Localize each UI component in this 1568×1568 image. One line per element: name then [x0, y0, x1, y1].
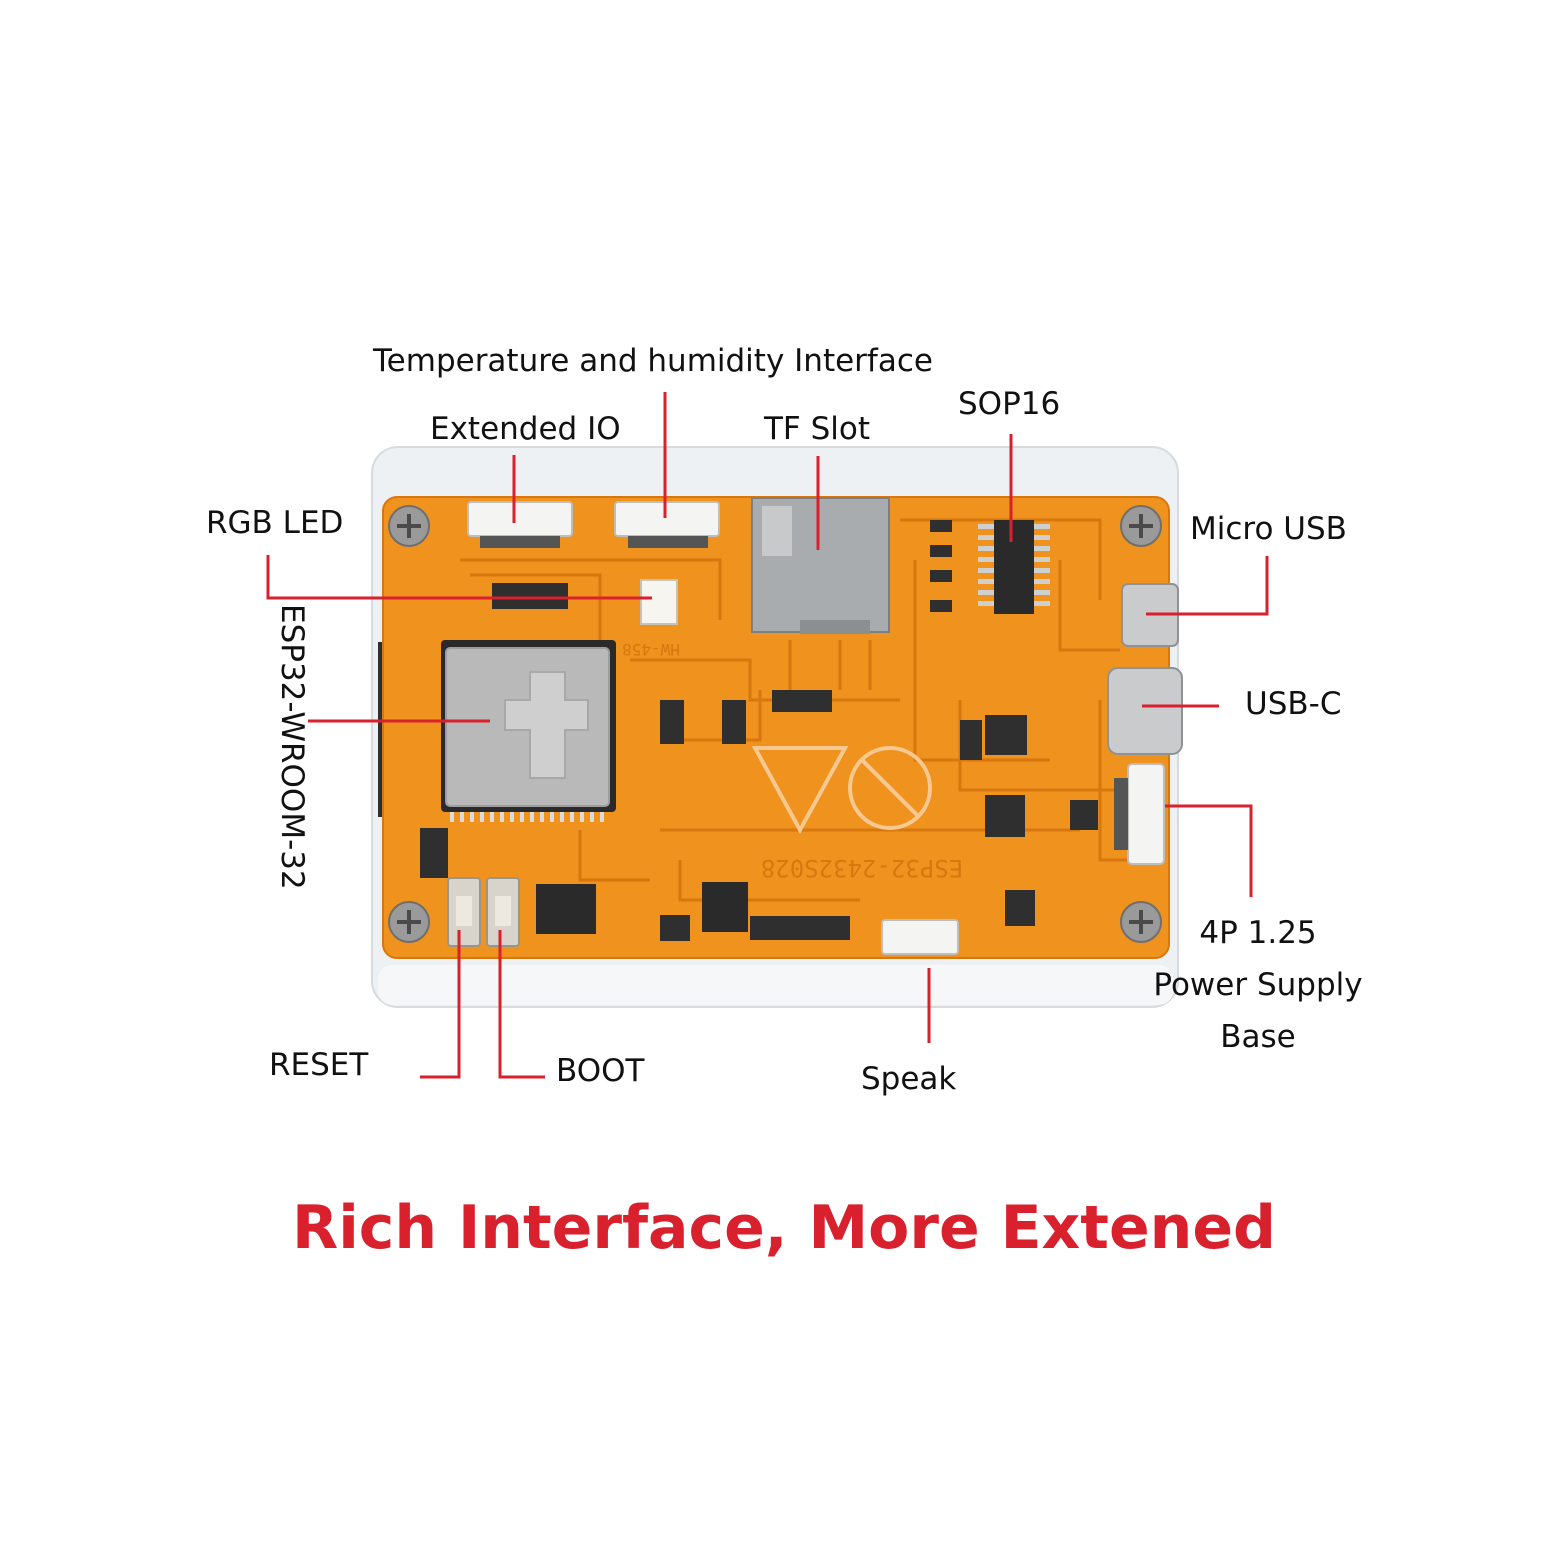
- label-tf-slot: TF Slot: [764, 411, 871, 447]
- label-temp-humidity: Temperature and humidity Interface: [373, 343, 933, 379]
- reset-button-part: [447, 877, 481, 947]
- callout-micro-usb: [1146, 556, 1269, 616]
- label-power-line2: Power Supply: [1153, 967, 1363, 1003]
- acrylic-case-lower-lip: [378, 965, 1173, 1005]
- boot-button-part: [486, 877, 520, 947]
- pb-free-icon: [848, 746, 932, 830]
- extended-io-connector: [467, 501, 573, 548]
- bottom-chip: [536, 884, 596, 934]
- label-extended-io: Extended IO: [430, 411, 621, 447]
- callout-rgb-led: [266, 555, 652, 600]
- callout-lines: [266, 392, 1269, 1079]
- power-supply-connector: [1114, 763, 1165, 865]
- screw-icon: [388, 505, 430, 547]
- screw-icon: [1120, 505, 1162, 547]
- temp-humidity-connector: [614, 501, 720, 548]
- label-esp32: ESP32-WROOM-32: [274, 604, 310, 890]
- label-power-line3: Base: [1220, 1019, 1296, 1055]
- label-micro-usb: Micro USB: [1190, 511, 1347, 547]
- usb-c-port: [1107, 667, 1183, 755]
- callout-boot: [498, 930, 545, 1079]
- callout-reset: [420, 930, 461, 1079]
- speaker-connector: [881, 919, 959, 955]
- rgb-led: [640, 579, 678, 625]
- label-rgb-led: RGB LED: [206, 505, 344, 541]
- label-speak: Speak: [861, 1061, 957, 1097]
- esp32-module: [441, 640, 616, 822]
- label-reset: RESET: [269, 1047, 369, 1083]
- headline: Rich Interface, More Extened: [292, 1193, 1276, 1263]
- screw-icon: [1120, 901, 1162, 943]
- recycle-triangle-icon: [751, 746, 849, 835]
- callout-power-supply: [1165, 804, 1253, 897]
- label-usb-c: USB-C: [1245, 686, 1342, 722]
- sop16-chip: [978, 520, 1050, 614]
- label-boot: BOOT: [556, 1053, 645, 1089]
- smd-components: [420, 520, 1098, 941]
- tf-slot: [751, 497, 890, 634]
- screw-icon: [388, 901, 430, 943]
- label-power-line1: 4P 1.25: [1199, 915, 1317, 951]
- label-sop16: SOP16: [958, 386, 1061, 422]
- silkscreen-model: ESP32-2432S028: [761, 854, 963, 882]
- mid-chip: [702, 882, 748, 932]
- silkscreen-hw: HW-458: [622, 640, 680, 659]
